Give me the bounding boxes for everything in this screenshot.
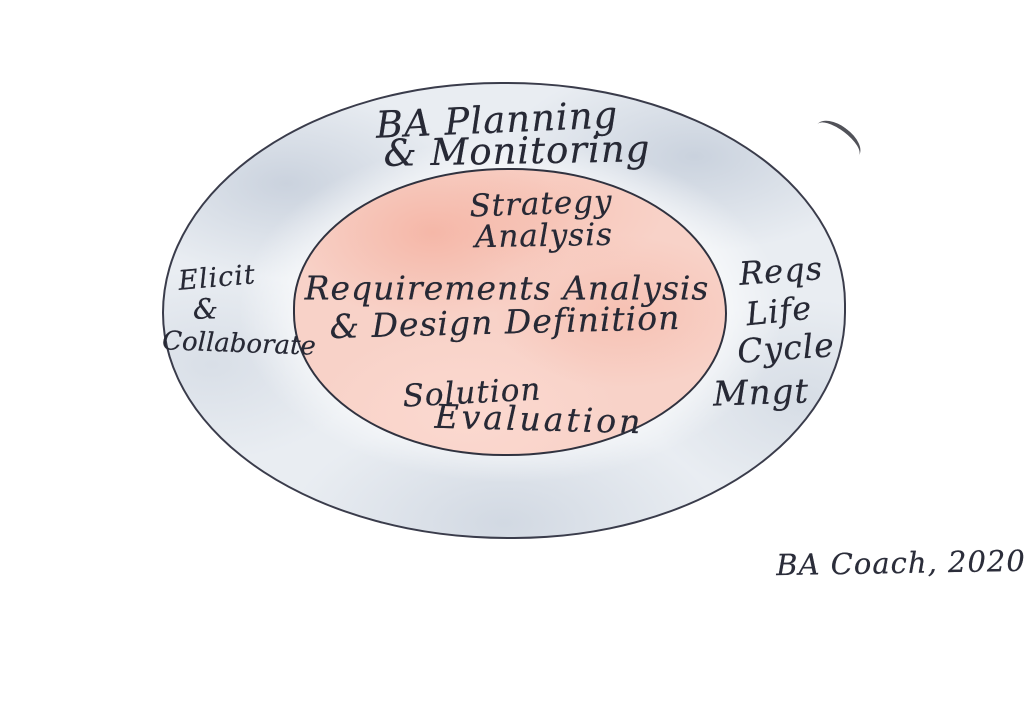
label-reqs: Reqs (737, 249, 825, 293)
label-mngt: Mngt (712, 371, 810, 415)
credit-text: BA Coach, 2020 (775, 543, 1024, 583)
inner-ellipse (293, 168, 727, 456)
hand-stroke-overlap (808, 113, 868, 167)
label-evaluation: Evaluation (434, 396, 644, 442)
label-ampersand: & (193, 292, 219, 326)
label-monitoring: & Monitoring (383, 127, 651, 175)
label-collaborate: Collaborate (161, 326, 317, 362)
label-cycle: Cycle (736, 325, 836, 371)
label-requirements-analysis: Requirements Analysis (304, 268, 710, 308)
label-analysis: Analysis (474, 216, 614, 256)
